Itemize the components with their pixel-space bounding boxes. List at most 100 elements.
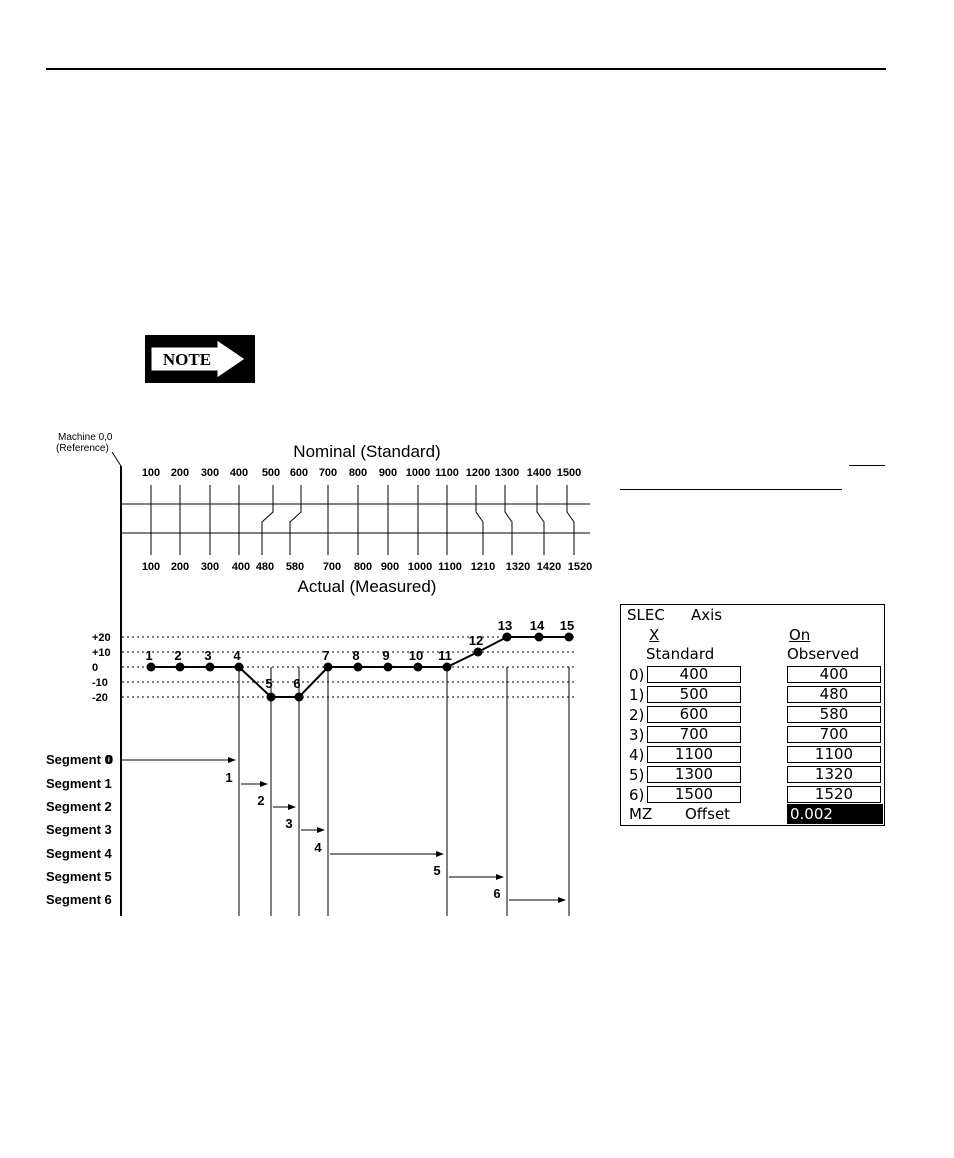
axis-value[interactable]: X <box>649 626 660 644</box>
actual-tick-label: 700 <box>323 561 341 573</box>
arrowhead-icon <box>558 897 566 903</box>
slec-row: 6)1500 1520 <box>621 785 884 805</box>
error-point <box>175 662 185 672</box>
segment-number: 1 <box>225 770 232 785</box>
standard-header: Standard <box>646 645 715 663</box>
header-rule <box>46 68 886 70</box>
slec-row: 1)500 480 <box>621 685 884 705</box>
scale-tick <box>536 485 545 555</box>
actual-tick-label: 300 <box>201 561 219 573</box>
nominal-tick-label: 1100 <box>435 467 459 479</box>
observed-value-field[interactable]: 700 <box>787 726 881 743</box>
standard-value-field[interactable]: 1300 <box>647 766 741 783</box>
point-label: 8 <box>352 648 359 663</box>
observed-value-field[interactable]: 1320 <box>787 766 881 783</box>
machine-pointer <box>111 451 122 467</box>
scale-tick <box>504 485 513 555</box>
actual-tick-label: 1520 <box>568 561 592 573</box>
observed-value-field[interactable]: 400 <box>787 666 881 683</box>
offset-value-field[interactable]: 0.002 <box>787 804 883 824</box>
row-index: 1) <box>629 686 645 704</box>
nominal-tick-label: 300 <box>201 467 219 479</box>
segment-label: Segment 3 <box>46 822 112 837</box>
actual-tick-label: 200 <box>171 561 189 573</box>
segment-label: Segment 6 <box>46 892 112 907</box>
standard-value-field[interactable]: 1100 <box>647 746 741 763</box>
actual-tick-label: 1000 <box>408 561 432 573</box>
nominal-tick-label: 500 <box>262 467 280 479</box>
standard-value-field[interactable]: 500 <box>647 686 741 703</box>
actual-tick-label: 800 <box>354 561 372 573</box>
actual-tick-label: 1320 <box>506 561 530 573</box>
error-level-label: +20 <box>92 632 111 644</box>
observed-value-field[interactable]: 480 <box>787 686 881 703</box>
nominal-tick-label: 100 <box>142 467 160 479</box>
point-label: 2 <box>174 648 181 663</box>
slec-diagram: Machine 0,0 (Reference) Nominal (Standar… <box>46 432 592 916</box>
segment-number: 5 <box>433 863 440 878</box>
scale-tick <box>261 485 274 555</box>
error-point <box>146 662 156 672</box>
segment-number: 3 <box>285 816 292 831</box>
error-point <box>353 662 363 672</box>
actual-tick-label: 480 <box>256 561 274 573</box>
offset-label: Offset <box>685 805 731 823</box>
nominal-tick-label: 400 <box>230 467 248 479</box>
point-label: 6 <box>293 676 300 691</box>
nominal-tick-label: 600 <box>290 467 308 479</box>
row-index: 6) <box>629 786 645 804</box>
slec-row: 2)600 580 <box>621 705 884 725</box>
actual-tick-label: 1420 <box>537 561 561 573</box>
observed-value-field[interactable]: 1100 <box>787 746 881 763</box>
point-label: 10 <box>409 648 423 663</box>
observed-value-field[interactable]: 1520 <box>787 786 881 803</box>
nominal-tick-label: 800 <box>349 467 367 479</box>
machine-label: Machine 0,0 <box>58 432 113 443</box>
point-label: 7 <box>322 648 329 663</box>
segment-label: Segment 0 <box>46 752 112 767</box>
text-underline <box>849 465 885 466</box>
error-level-label: -20 <box>92 692 108 704</box>
slec-title: SLEC <box>627 606 665 624</box>
arrowhead-icon <box>288 804 296 810</box>
error-level-label: +10 <box>92 647 111 659</box>
actual-tick-label: 1100 <box>438 561 462 573</box>
point-label: 15 <box>560 618 574 633</box>
standard-value-field[interactable]: 600 <box>647 706 741 723</box>
arrowhead-icon <box>436 851 444 857</box>
row-index: 4) <box>629 746 645 764</box>
actual-title: Actual (Measured) <box>298 577 437 596</box>
error-point <box>413 662 423 672</box>
machine-sublabel: (Reference) <box>56 443 109 454</box>
observed-value-field[interactable]: 580 <box>787 706 881 723</box>
slec-state[interactable]: On <box>789 626 811 644</box>
axis-label: Axis <box>691 606 723 624</box>
segment-label: Segment 2 <box>46 799 112 814</box>
segment-number: 2 <box>257 793 264 808</box>
nominal-title: Nominal (Standard) <box>293 442 440 461</box>
row-index: 2) <box>629 706 645 724</box>
actual-tick-label: 580 <box>286 561 304 573</box>
scale-ticks <box>150 485 575 555</box>
point-label: 4 <box>233 648 241 663</box>
row-index: 0) <box>629 666 645 684</box>
observed-header: Observed <box>787 645 860 663</box>
note-label: NOTE <box>163 350 211 369</box>
point-label: 14 <box>530 618 545 633</box>
scale-tick <box>566 485 575 555</box>
segment-number: 6 <box>493 886 500 901</box>
row-index: 3) <box>629 726 645 744</box>
standard-value-field[interactable]: 700 <box>647 726 741 743</box>
standard-value-field[interactable]: 400 <box>647 666 741 683</box>
point-label: 5 <box>265 676 272 691</box>
point-label: 1 <box>145 648 152 663</box>
error-point <box>534 632 544 642</box>
point-label: 9 <box>382 648 389 663</box>
standard-value-field[interactable]: 1500 <box>647 786 741 803</box>
segment-label: Segment 1 <box>46 776 112 791</box>
